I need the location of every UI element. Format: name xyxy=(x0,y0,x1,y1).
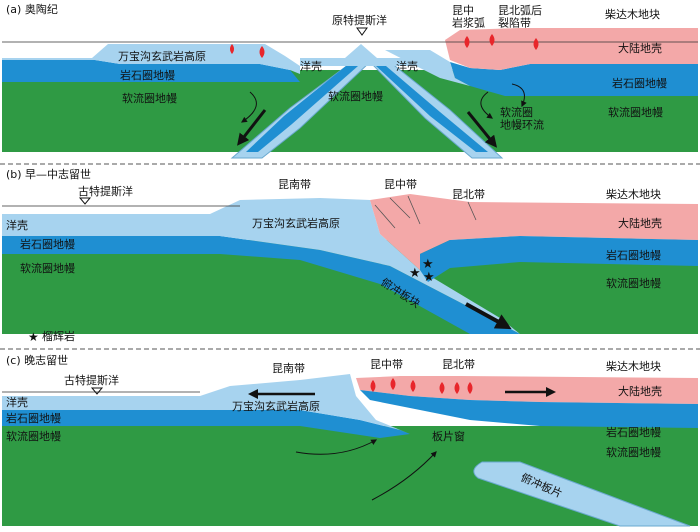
asthenosphere-label: 软流圈地幔 xyxy=(606,276,661,290)
plateau-label: 万宝沟玄武岩高原 xyxy=(118,49,206,63)
ocean-name-label: 古特提斯洋 xyxy=(78,184,133,198)
trench-marker-icon xyxy=(90,387,104,395)
fault-line xyxy=(374,195,477,229)
lithosphere-label: 岩石圈地幔 xyxy=(612,76,667,90)
subducting-slab-right-core xyxy=(376,66,488,152)
lithosphere-right xyxy=(420,236,698,282)
mantle-flow-arrow xyxy=(511,83,527,108)
magma-drop xyxy=(410,380,416,392)
panel-a xyxy=(2,27,698,159)
continental-crust-label: 大陆地壳 xyxy=(618,216,662,230)
magma-drop xyxy=(533,38,539,50)
oceanic-crust-left xyxy=(2,374,410,434)
continental-crust xyxy=(445,28,698,70)
magma-drop xyxy=(489,34,495,46)
magma-drop xyxy=(230,44,234,54)
subduction-arrow xyxy=(465,302,512,330)
asthenosphere-label: 软流圈地幔 xyxy=(606,445,661,459)
mantle-flow-arrow xyxy=(241,91,257,123)
legend-eclogite-icon: ★ xyxy=(28,330,39,344)
magma-drop xyxy=(454,382,460,394)
upwelling-arrow xyxy=(371,451,437,501)
oceanic-crust-label: 洋壳 xyxy=(396,59,418,73)
lithosphere-label: 岩石圈地幔 xyxy=(606,425,661,439)
plateau-label: 万宝沟玄武岩高原 xyxy=(252,216,340,230)
legend-eclogite-label: 榴辉岩 xyxy=(42,329,75,343)
eclogite-star-icon: ★ xyxy=(423,270,435,285)
mid-ocean-ridge xyxy=(300,44,430,66)
continental-crust-label: 大陆地壳 xyxy=(618,41,662,55)
oceanic-crust-left xyxy=(2,44,300,74)
oceanic-crust-left xyxy=(2,198,520,334)
qaidam-label: 柴达木地块 xyxy=(605,7,660,21)
kunzhong-belt-label: 昆中带 xyxy=(370,358,403,371)
eclogite-star-icon: ★ xyxy=(409,266,421,281)
kunnan-belt-label: 昆南带 xyxy=(272,362,305,375)
kunnan-belt-label: 昆南带 xyxy=(278,178,311,191)
kunbei-belt-label: 昆北带 xyxy=(442,358,475,371)
lithosphere-right xyxy=(360,390,698,428)
lithosphere-label: 岩石圈地幔 xyxy=(606,248,661,262)
oceanic-crust-label: 洋壳 xyxy=(300,59,322,73)
magma-drop xyxy=(467,382,473,394)
mantle-flow-label: 软流圈地幔环流 xyxy=(500,105,544,132)
subducting-slab-left-core xyxy=(246,66,358,152)
upwelling-arrow xyxy=(295,439,378,455)
panel-title: (a) 奥陶纪 xyxy=(6,2,58,16)
panel-title: (c) 晚志留世 xyxy=(6,354,68,367)
mantle-flow-arrow xyxy=(480,91,493,119)
magma-drop xyxy=(259,46,265,58)
ridge-marker-icon xyxy=(356,27,368,36)
trench-marker-icon xyxy=(78,197,92,205)
asthenosphere-label: 软流圈地幔 xyxy=(20,261,75,275)
asthenosphere-label: 软流圈地幔 xyxy=(122,91,177,105)
continental-crust-label: 大陆地壳 xyxy=(618,384,662,398)
oceanic-crust-label: 洋壳 xyxy=(6,218,28,232)
magma-drop xyxy=(390,378,396,390)
panel-title: (b) 早—中志留世 xyxy=(6,168,91,181)
plateau-label: 万宝沟玄武岩高原 xyxy=(232,399,320,413)
lithosphere-left xyxy=(2,236,520,334)
ocean-name-label: 古特提斯洋 xyxy=(64,373,119,387)
subducted-slab xyxy=(473,461,691,527)
eclogite-star-icon: ★ xyxy=(422,257,434,272)
lithosphere-label: 岩石圈地幔 xyxy=(20,237,75,251)
lithosphere-left xyxy=(2,60,300,82)
magma-drop xyxy=(370,380,376,392)
lithosphere-label: 岩石圈地幔 xyxy=(120,68,175,82)
backarc-label: 昆北弧后裂陷带 xyxy=(498,3,542,30)
ocean-name-label: 原特提斯洋 xyxy=(332,13,387,27)
kunzhong-belt-label: 昆中带 xyxy=(384,178,417,191)
lithosphere-right xyxy=(450,62,698,96)
arc-label: 昆中岩浆弧 xyxy=(452,4,485,30)
subduction-arrow xyxy=(466,111,498,148)
asthenosphere-label: 软流圈地幔 xyxy=(328,89,383,103)
panel-c xyxy=(2,374,698,527)
lithosphere-label: 岩石圈地幔 xyxy=(6,411,61,425)
oceanic-crust-label: 洋壳 xyxy=(6,395,28,409)
magma-drop xyxy=(464,36,470,48)
asthenosphere-label: 软流圈地幔 xyxy=(6,429,61,443)
lithosphere-left xyxy=(2,410,410,438)
asthenosphere-label: 软流圈地幔 xyxy=(608,105,663,119)
kunbei-belt-label: 昆北带 xyxy=(452,188,485,201)
qaidam-label: 柴达木地块 xyxy=(606,187,661,201)
continental-crust xyxy=(370,194,698,270)
slab-window-label: 板片窗 xyxy=(432,429,465,443)
panel-b: ★ ★ ★ ★ xyxy=(2,194,698,344)
qaidam-label: 柴达木地块 xyxy=(606,359,661,373)
magma-drop xyxy=(439,382,445,394)
subduction-arrow xyxy=(237,109,267,146)
